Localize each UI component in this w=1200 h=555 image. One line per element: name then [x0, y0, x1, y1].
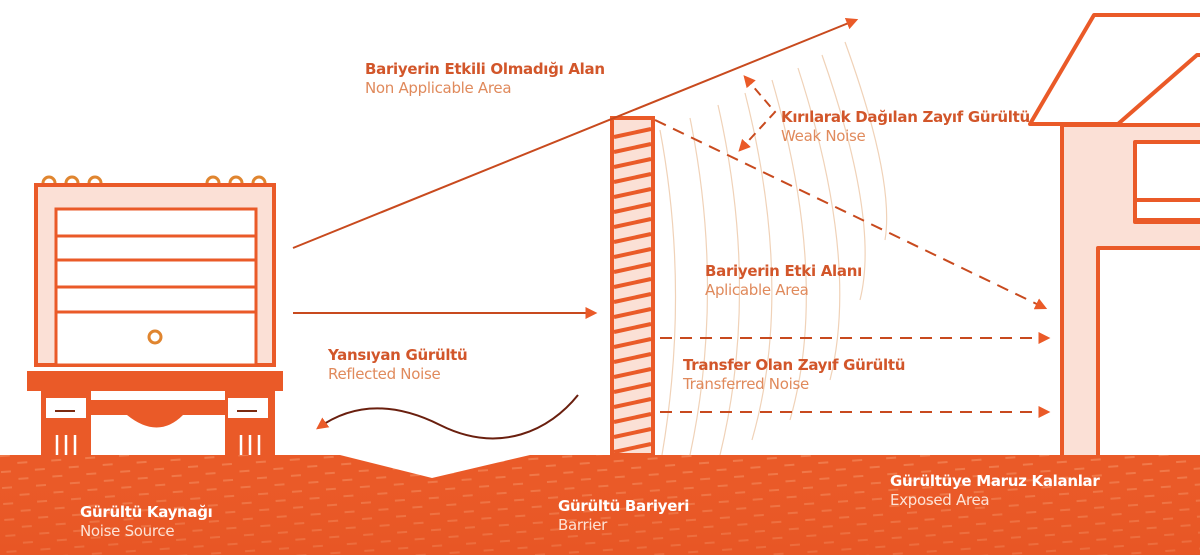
label-title: Gürültü Kaynağı — [80, 503, 213, 521]
barrier-stripe — [613, 127, 652, 139]
barrier-stripe — [613, 247, 652, 259]
label-title: Bariyerin Etkili Olmadığı Alan — [365, 60, 605, 78]
label-non-applicable-area: Bariyerin Etkili Olmadığı Alan Non Appli… — [365, 60, 605, 98]
label-subtitle: Aplicable Area — [705, 280, 809, 299]
label-title: Gürültüye Maruz Kalanlar — [890, 472, 1100, 490]
noise-arrows — [292, 18, 1051, 440]
label-subtitle: Reflected Noise — [328, 364, 441, 383]
sound-wave-arcs — [659, 41, 888, 456]
label-title: Kırılarak Dağılan Zayıf Gürültü — [781, 108, 1030, 126]
barrier-stripe — [613, 382, 652, 394]
label-weak-noise: Kırılarak Dağılan Zayıf Gürültü Weak Noi… — [781, 108, 1030, 146]
label-subtitle: Weak Noise — [781, 126, 866, 145]
barrier-stripe — [613, 292, 652, 304]
barrier-stripe — [613, 322, 652, 334]
label-subtitle: Noise Source — [80, 521, 175, 540]
label-subtitle: Transferred Noise — [683, 374, 809, 393]
barrier-stripe — [613, 157, 652, 169]
label-barrier: Gürültü Bariyeri Barrier — [558, 497, 689, 535]
label-title: Yansıyan Gürültü — [328, 346, 468, 364]
label-reflected-noise: Yansıyan Gürültü Reflected Noise — [328, 346, 468, 384]
noise-barrier-wall — [610, 116, 655, 457]
barrier-stripe — [613, 337, 652, 349]
label-title: Transfer Olan Zayıf Gürültü — [683, 356, 906, 374]
barrier-stripe — [613, 217, 652, 229]
barrier-stripe — [613, 352, 652, 364]
barrier-stripe — [613, 427, 652, 439]
label-exposed-area: Gürültüye Maruz Kalanlar Exposed Area — [890, 472, 1100, 510]
reflected-noise-arrow — [316, 394, 579, 440]
barrier-stripe — [613, 397, 652, 409]
barrier-stripe — [613, 172, 652, 184]
barrier-stripe — [613, 307, 652, 319]
barrier-stripe — [613, 277, 652, 289]
truck-illustration — [27, 175, 283, 456]
barrier-stripe — [613, 142, 652, 154]
label-subtitle: Barrier — [558, 515, 608, 534]
barrier-stripe — [613, 442, 652, 454]
label-subtitle: Non Applicable Area — [365, 78, 512, 97]
weak-noise-arrow — [738, 75, 777, 152]
label-noise-source: Gürültü Kaynağı Noise Source — [80, 503, 213, 541]
barrier-stripe — [613, 232, 652, 244]
label-title: Gürültü Bariyeri — [558, 497, 690, 515]
label-subtitle: Exposed Area — [890, 490, 990, 509]
house-illustration — [1028, 13, 1200, 467]
barrier-stripe — [613, 187, 652, 199]
ground — [0, 455, 1200, 555]
non-applicable-arrow — [292, 18, 859, 249]
label-transferred-noise: Transfer Olan Zayıf Gürültü Transferred … — [683, 356, 905, 394]
barrier-stripe — [613, 262, 652, 274]
label-title: Bariyerin Etki Alanı — [705, 262, 862, 280]
diffraction-line — [654, 119, 1048, 310]
label-applicable-area: Bariyerin Etki Alanı Aplicable Area — [705, 262, 862, 300]
barrier-stripe — [613, 412, 652, 424]
barrier-stripe — [613, 202, 652, 214]
barrier-stripe — [613, 367, 652, 379]
